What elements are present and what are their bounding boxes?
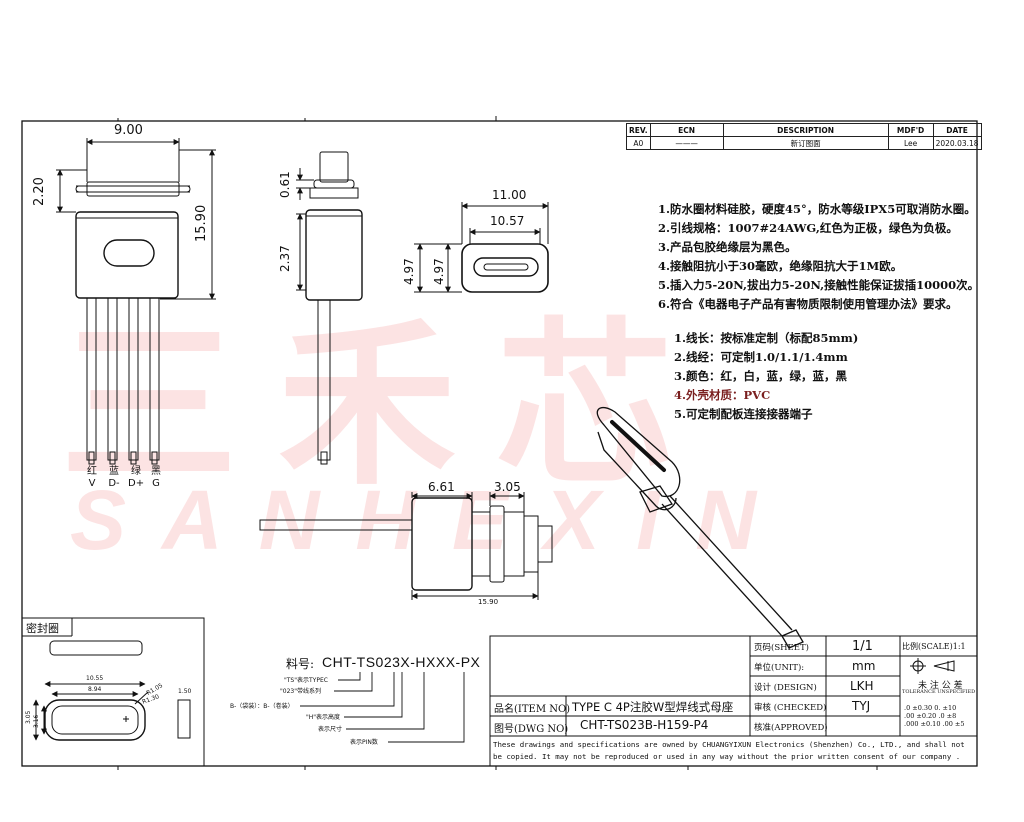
wire-label-red: 红 V [87, 466, 97, 489]
front-view [56, 138, 216, 465]
dim-end-outer-height: 4.97 [402, 258, 416, 285]
wire-label-blue: 蓝 D- [108, 466, 120, 489]
sheet-label: 页码(SHEET) [754, 643, 809, 653]
rev-value-description: 新订图面 [722, 136, 889, 150]
seal-dim-thickness: 1.50 [178, 688, 192, 695]
side-view [296, 151, 363, 465]
dwg-value: CHT-TS023B-H159-P4 [580, 718, 709, 732]
watermark-cn: 三禾芯 [60, 306, 714, 505]
watermark-en: SANHEXIN [70, 473, 793, 567]
part-legend-6: 表示PIN数 [350, 739, 378, 746]
dwg-label: 图号(DWG NO) [494, 724, 569, 735]
wire-note-5: 5.可定制配板连接接器端子 [674, 407, 813, 421]
dim-side-d2: 2.37 [278, 245, 292, 272]
rev-header-description: DESCRIPTION [722, 123, 889, 137]
wire-note-4: 4.外壳材质：PVC [674, 388, 771, 402]
seal-dim-h2: 3.16 [33, 714, 40, 728]
item-value: TYPE C 4P注胶W型焊线式母座 [572, 700, 734, 714]
dim-bottom-length: 15.90 [478, 598, 499, 606]
isometric-view [596, 407, 804, 649]
rev-value-date: 2020.03.18 [932, 136, 982, 150]
part-number-brackets [300, 672, 465, 743]
part-legend-1: "TS"表示TYPEC [284, 677, 328, 684]
title-block-grid [489, 635, 978, 767]
dim-end-inner-width: 10.57 [490, 214, 525, 228]
wire-note-1: 1.线长：按标准定制（标配85mm) [674, 331, 859, 345]
note-3: 3.产品包胶绝缘层为黑色。 [658, 240, 797, 254]
tolerance-row-1: .0 ±0.30 0. ±10 [904, 704, 957, 712]
tolerance-title: 未 注 公 差 [918, 681, 963, 691]
design-label: 设计 (DESIGN) [754, 683, 817, 693]
note-5: 5.插入力5-20N,拔出力5-20N,接触性能保证拔插10000次。 [658, 278, 980, 292]
approved-label: 核准(APPROVED) [754, 723, 828, 733]
copyright-notice: These drawings and specifications are ow… [493, 740, 965, 761]
rev-value-modified: Lee [887, 136, 934, 150]
rev-value-ecn: ——— [649, 136, 724, 150]
note-4: 4.接触阻抗小于30毫欧，绝缘阻抗大于1M欧。 [658, 259, 903, 273]
rev-header-modified: MDF'D [887, 123, 934, 137]
dim-end-inner-height: 4.97 [432, 258, 446, 285]
bottom-view [259, 492, 553, 600]
rev-header-rev: REV. [626, 123, 651, 137]
wire-label-green: 绿 D+ [128, 466, 145, 489]
tolerance-row-3: .000 ±0.10 .00 ±5 [904, 720, 965, 728]
tolerance-row-2: .00 ±0.20 .0 ±8 [904, 712, 957, 720]
dim-front-width: 9.00 [114, 123, 143, 138]
scale-label: 比例(SCALE)1:1 [902, 642, 966, 651]
unit-label: 单位(UNIT): [754, 663, 805, 673]
tolerance-subtitle: TOLERANCE UNSPECIFIED [902, 689, 976, 695]
wire-note-3: 3.颜色：红，白，蓝，绿，蓝，黑 [674, 369, 848, 383]
seal-dim-w1: 10.55 [86, 675, 104, 682]
rev-value-rev: A0 [626, 136, 651, 150]
seal-dim-w2: 8.94 [88, 686, 102, 693]
part-legend-5: 表示尺寸 [318, 726, 343, 733]
end-view [414, 202, 549, 293]
revision-table: REV. ECN DESCRIPTION MDF'D DATE A0 ——— 新… [626, 123, 982, 150]
seal-dim-h1: 3.05 [25, 710, 32, 724]
unit-value: mm [852, 659, 876, 673]
dim-end-outer-width: 11.00 [492, 188, 527, 202]
note-1: 1.防水圈材料硅胶，硬度45°，防水等级IPX5可取消防水圈。 [658, 202, 976, 216]
wire-label-black: 黑 G [151, 466, 161, 489]
rev-header-ecn: ECN [649, 123, 724, 137]
item-label: 品名(ITEM NO) [494, 704, 571, 715]
note-2: 2.引线规格：1007#24AWG,红色为正极，绿色为负极。 [658, 221, 958, 235]
part-legend-4: "H"表示高度 [306, 714, 341, 721]
dim-side-d1: 0.61 [278, 171, 292, 198]
dim-bottom-b: 3.05 [494, 480, 521, 494]
part-number-label: 料号: [286, 657, 315, 671]
rev-header-date: DATE [932, 123, 982, 137]
checked-value: TYJ [852, 699, 871, 713]
dim-front-height: 15.90 [194, 204, 209, 242]
checked-label: 审核 (CHECKED) [754, 703, 827, 713]
seal-title: 密封圈 [26, 622, 59, 635]
part-legend-3: B-（袋装）：B-（卷装） [230, 703, 294, 710]
dim-bottom-a: 6.61 [428, 480, 455, 494]
seal-ring-box [21, 617, 205, 767]
dim-front-top-height: 2.20 [32, 177, 47, 206]
sheet-value: 1/1 [852, 639, 873, 654]
note-6: 6.符合《电器电子产品有害物质限制使用管理办法》要求。 [658, 297, 958, 311]
design-value: LKH [850, 679, 874, 693]
wire-note-2: 2.线经：可定制1.0/1.1/1.4mm [674, 350, 848, 364]
part-legend-2: "023"带线系列 [280, 688, 321, 695]
part-number-code: CHT-TS023X-HXXX-PX [322, 654, 481, 670]
